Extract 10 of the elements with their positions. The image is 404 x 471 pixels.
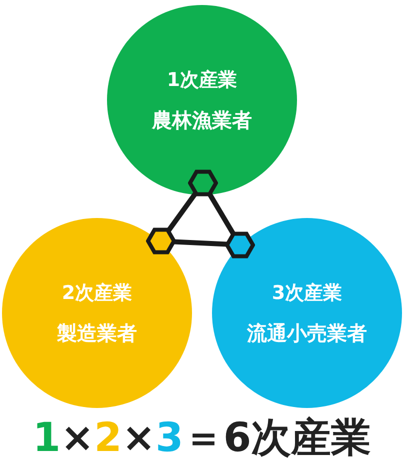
formula-title: 1×2×3＝6次産業 — [32, 414, 372, 463]
connector-line — [208, 192, 236, 236]
sector-label: 2次産業 — [62, 280, 132, 306]
sector-label: 1次産業 — [166, 68, 238, 92]
role-label: 製造業者 — [57, 320, 137, 346]
connector-line — [174, 239, 228, 247]
role-label: 農林漁業者 — [152, 106, 252, 134]
connector-line — [166, 192, 198, 232]
role-label: 流通小売業者 — [247, 320, 367, 346]
sector-label: 3次産業 — [272, 280, 342, 306]
